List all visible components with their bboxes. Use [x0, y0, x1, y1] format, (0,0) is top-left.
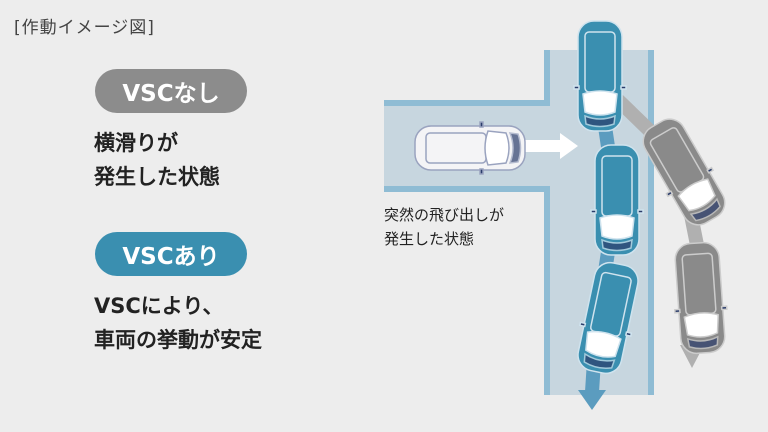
blue-car-2: [590, 144, 644, 256]
vsc-off-line-2: 発生した状態: [94, 165, 220, 189]
vsc-on-label: VSCあり: [95, 232, 247, 276]
gray-car-2: [669, 240, 731, 356]
vsc-off-description: 横滑りが 発生した状態: [94, 126, 220, 194]
diagram-note-line-2: 発生した状態: [384, 230, 475, 248]
caption: [作動イメージ図]: [14, 18, 155, 38]
diagram-note-line-1: 突然の飛び出しが: [384, 206, 505, 224]
crossing-car: [414, 121, 526, 175]
vsc-on-line-1: VSCにより、: [94, 294, 224, 318]
blue-car-1: [573, 20, 627, 132]
approach-arrow-icon: [522, 133, 578, 159]
vsc-on-line-2: 車両の挙動が安定: [94, 328, 262, 352]
vsc-off-label: VSCなし: [95, 69, 247, 113]
vsc-on-description: VSCにより、 車両の挙動が安定: [94, 289, 262, 357]
diagram-note: 突然の飛び出しが 発生した状態: [384, 203, 504, 251]
vsc-off-line-1: 横滑りが: [94, 131, 178, 155]
vsc-on-arrow-icon: [578, 390, 606, 410]
